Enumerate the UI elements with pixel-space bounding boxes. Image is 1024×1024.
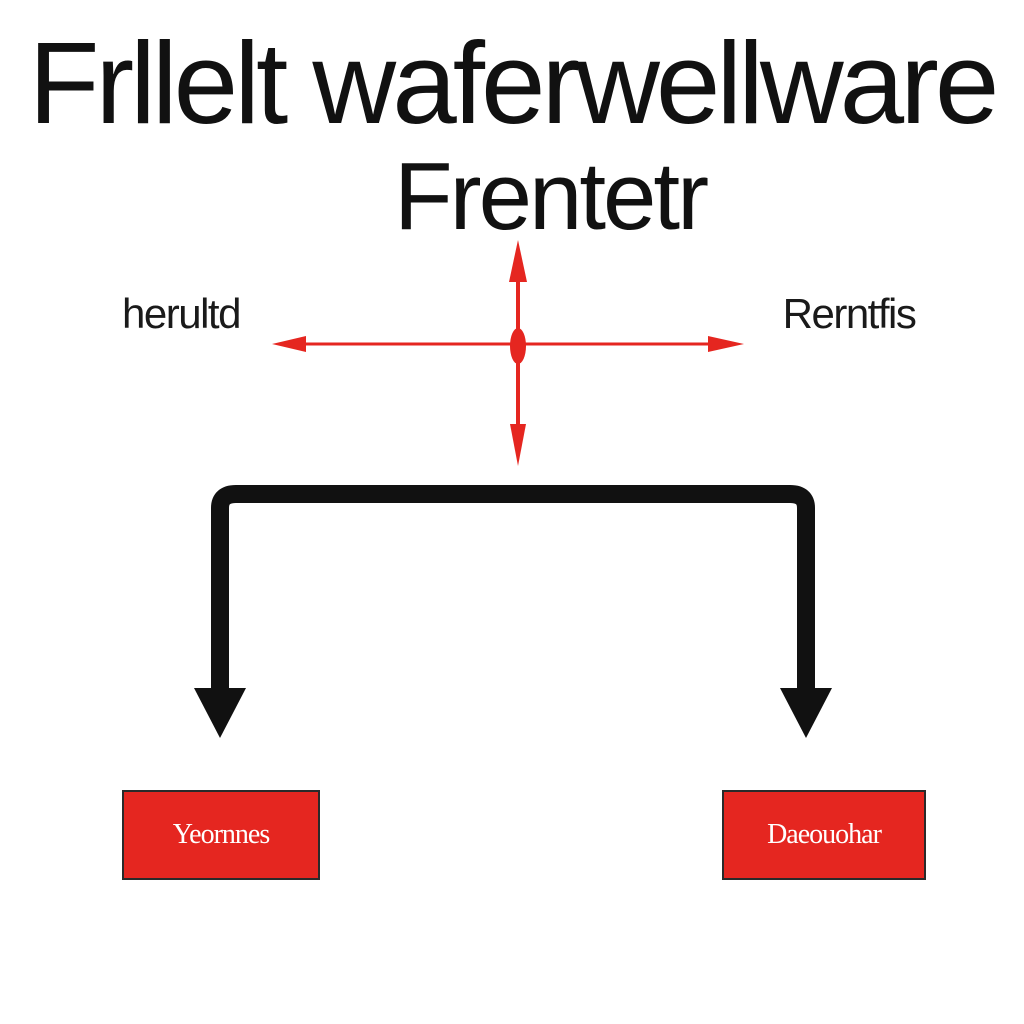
right-axis-label: Rerntfis xyxy=(782,290,917,337)
bracket-path xyxy=(211,485,815,690)
red-crosshair xyxy=(272,240,744,466)
right-red-box: Daeouohar xyxy=(722,790,926,880)
black-arrowhead-right xyxy=(780,688,832,738)
left-box-label: Yeornnes xyxy=(172,819,270,850)
red-arrowhead-up xyxy=(509,240,527,282)
red-arrowhead-right xyxy=(708,336,744,352)
red-cross-center xyxy=(510,328,526,364)
diagram-title: Frllelt waferwellware xyxy=(28,18,1000,148)
left-red-box: Yeornnes xyxy=(122,790,320,880)
black-bracket-connector xyxy=(194,485,832,738)
diagram-subtitle: Frentetr xyxy=(393,143,709,250)
red-arrowhead-left xyxy=(272,336,306,352)
right-box-label: Daeouohar xyxy=(767,819,882,850)
red-arrowhead-down xyxy=(510,424,526,466)
black-arrowhead-left xyxy=(194,688,246,738)
left-axis-label: herultd xyxy=(122,290,241,337)
